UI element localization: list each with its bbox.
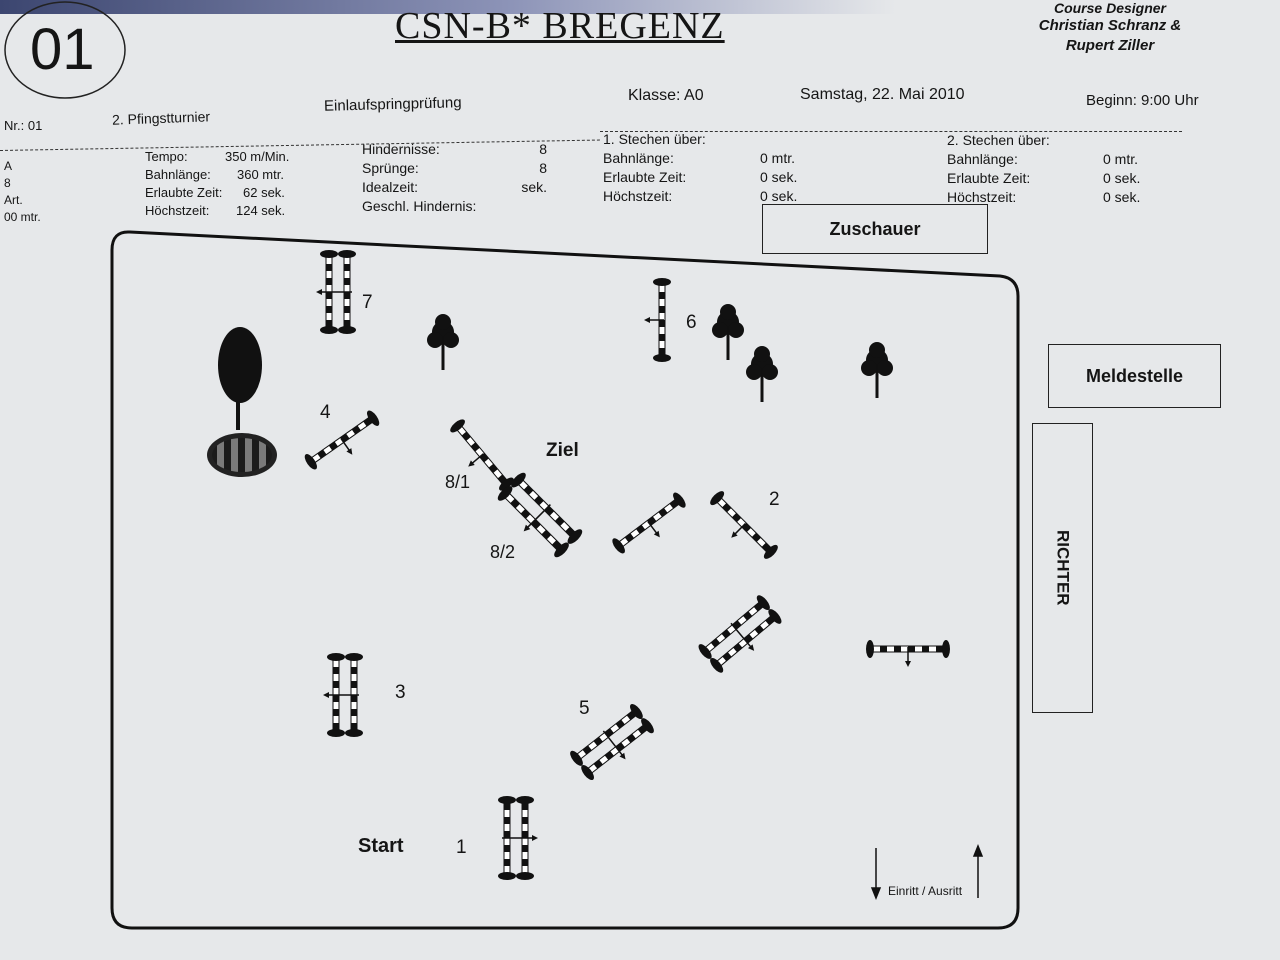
- stat-value: 0 sek.: [1103, 189, 1141, 205]
- cut-line: 00 mtr.: [4, 210, 41, 224]
- stat-value: 124 sek.: [236, 203, 286, 218]
- flowerbed-icon: [207, 433, 277, 477]
- obstacle-unnumbered: [610, 491, 693, 563]
- date: Samstag, 22. Mai 2010: [800, 86, 965, 103]
- number-badge-circle: [4, 1, 126, 99]
- obstacle-label-1: 1: [456, 837, 467, 858]
- stat-label: Bahnlänge:: [947, 151, 1018, 167]
- tree-icon: [712, 304, 744, 360]
- obstacle-1: [498, 796, 538, 880]
- begin-time: Beginn: 9:00 Uhr: [1086, 92, 1199, 109]
- stat-value: 0 mtr.: [1103, 151, 1139, 167]
- richter-label: RICHTER: [1053, 530, 1073, 606]
- zuschauer-box: Zuschauer: [762, 204, 988, 254]
- stat-label: Höchstzeit:: [145, 203, 210, 218]
- obstacle-label-2: 2: [769, 489, 780, 510]
- stat-label: Geschl. Hindernis:: [362, 198, 477, 214]
- stat-value: 0 mtr.: [760, 150, 796, 166]
- page-title: CSN-B* BREGENZ: [395, 5, 725, 47]
- klasse: Klasse: A0: [628, 87, 704, 104]
- obstacle-7: [316, 250, 356, 334]
- stat-value: 62 sek.: [243, 185, 285, 200]
- stat-label: Erlaubte Zeit:: [145, 185, 223, 200]
- main-stats: Tempo: 350 m/Min. Bahnlänge: 360 mtr. Erla…: [145, 148, 289, 220]
- stat-label: Erlaubte Zeit:: [947, 170, 1031, 186]
- tree-icon: [427, 314, 459, 370]
- obstacle-6: [644, 278, 671, 362]
- entry-arrows-icon: [870, 843, 984, 901]
- stat-label: Bahnlänge:: [145, 167, 211, 182]
- designer-2: Rupert Ziller: [1065, 37, 1155, 54]
- designer-1: Christian Schranz &: [1038, 17, 1182, 34]
- stat-label: Tempo:: [145, 149, 188, 164]
- obstacle-label-6: 6: [686, 312, 697, 333]
- stechen-title: 2. Stechen über:: [947, 132, 1050, 148]
- stat-label: Sprünge:: [362, 160, 419, 176]
- competition: Einlaufspringprüfung: [323, 94, 462, 115]
- arena-border: [110, 230, 1020, 930]
- number-badge: 01: [30, 17, 95, 82]
- stat-value: sek.: [521, 179, 547, 195]
- stat-value: 0 sek.: [1103, 170, 1141, 186]
- obstacle-stats: Hindernisse: 8 Sprünge: 8 Idealzeit: sek. G…: [362, 140, 547, 216]
- cut-line: Art.: [4, 193, 23, 207]
- course-designer: Course Designer Christian Schranz & Rupe…: [1025, 0, 1195, 56]
- stat-label: Erlaubte Zeit:: [603, 169, 687, 185]
- stat-value: 8: [539, 160, 547, 176]
- stat-value: 0 sek.: [760, 188, 798, 204]
- stat-label: Höchstzeit:: [947, 189, 1017, 205]
- obstacle-label-4: 4: [320, 402, 331, 423]
- tree-icon: [861, 342, 893, 398]
- divider: [600, 131, 1182, 132]
- stat-label: Hindernisse:: [362, 141, 440, 157]
- tall-tree-icon: [218, 327, 262, 430]
- entry-exit-label: Einritt / Ausritt: [888, 884, 963, 898]
- obstacle-side: [866, 640, 950, 667]
- tree-icon: [746, 346, 778, 402]
- obstacle-3: [323, 653, 363, 737]
- cut-line: A: [4, 159, 13, 173]
- start-label: Start: [358, 835, 404, 857]
- stat-value: 350 m/Min.: [225, 149, 290, 164]
- obstacle-4: [302, 409, 386, 479]
- cut-line: 8: [4, 176, 11, 190]
- stat-label: Höchstzeit:: [603, 188, 673, 204]
- nr: Nr.: 01: [4, 118, 43, 133]
- obstacle-label-7: 7: [362, 292, 373, 313]
- designer-label: Course Designer: [1053, 0, 1167, 16]
- event-name: 2. Pfingstturnier: [111, 108, 211, 128]
- stechen-2: 2. Stechen über: Bahnlänge: 0 mtr. Erlaub…: [947, 131, 1140, 207]
- stat-value: 360 mtr.: [237, 167, 284, 182]
- obstacle-label-5: 5: [579, 698, 590, 719]
- stat-value: 8: [539, 141, 547, 157]
- meldestelle-box: Meldestelle: [1048, 344, 1221, 408]
- obstacle-label-8-2: 8/2: [490, 542, 516, 562]
- stat-value: 0 sek.: [760, 169, 798, 185]
- stechen-1: 1. Stechen über: Bahnlänge: 0 mtr. Erlaub…: [603, 130, 797, 206]
- top-shadow-band: [0, 0, 1280, 14]
- stat-label: Idealzeit:: [362, 179, 419, 195]
- richter-box: RICHTER: [1032, 423, 1093, 713]
- obstacle-label-8-1: 8/1: [445, 472, 471, 492]
- stechen-title: 1. Stechen über:: [603, 131, 706, 147]
- stat-label: Bahnlänge:: [603, 150, 674, 166]
- obstacle-label-3: 3: [395, 682, 406, 703]
- obstacle-oxer-unnumbered: [696, 593, 786, 678]
- ziel-label: Ziel: [546, 440, 579, 461]
